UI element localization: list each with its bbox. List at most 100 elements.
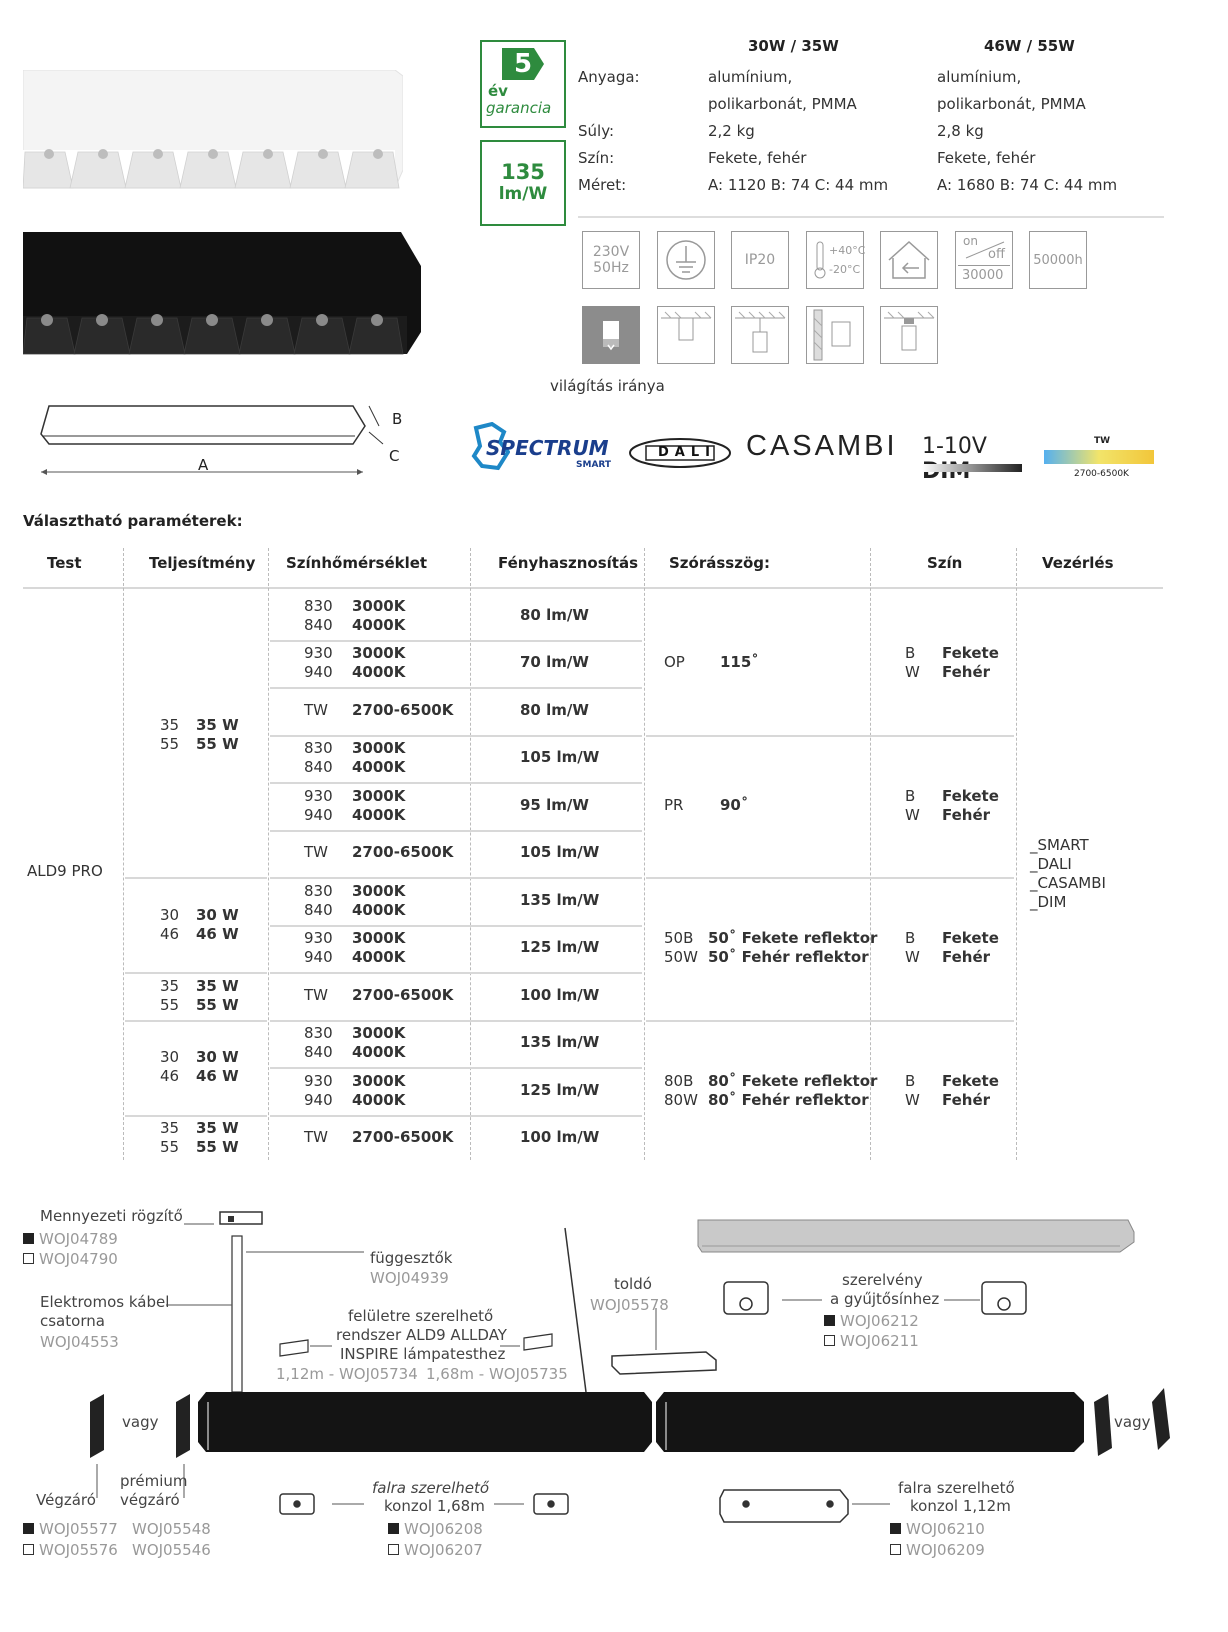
power-code: 35 (160, 716, 180, 734)
power-code: 55 (160, 996, 180, 1014)
temp-lo: -20°C (829, 263, 861, 276)
table-header: Szín (927, 554, 963, 572)
cct-code: 830 (304, 882, 333, 900)
spec-value-col1: Fekete, fehér (708, 149, 807, 167)
row-divider (270, 972, 642, 974)
spectrum-logo: SPECTRUM SMART (470, 422, 620, 472)
cct-value: 2700-6500K (352, 701, 454, 719)
cct-code: 940 (304, 948, 333, 966)
efficacy-value: 80 lm/W (520, 701, 589, 719)
color-code: W (905, 1091, 920, 1109)
cable-code: WOJ04553 (40, 1333, 119, 1351)
row-divider (270, 687, 642, 689)
color-value: Fehér (942, 948, 991, 966)
indoor-icon (880, 231, 938, 289)
beam-group-divider (646, 735, 1014, 737)
cct-value: 3000K (352, 739, 406, 757)
spec-label: Méret: (578, 176, 627, 194)
color-code: W (905, 948, 920, 966)
warranty-text-ev: év (488, 82, 508, 100)
power-group-divider (125, 972, 267, 974)
efficacy-value: 100 lm/W (520, 1128, 600, 1146)
efficacy-value: 105 lm/W (520, 843, 600, 861)
beam-group-divider (646, 877, 1014, 879)
table-header: Fényhasznosítás (498, 554, 639, 572)
cct-code: 930 (304, 929, 333, 947)
surface-label-2: rendszer ALD9 ALLDAY (336, 1326, 507, 1344)
onoff-count: 30000 (962, 268, 1004, 283)
color-value: Fekete (942, 787, 999, 805)
power-value: 46 W (196, 925, 239, 943)
tw-label: TW (1094, 436, 1111, 446)
power-group-divider (125, 877, 267, 879)
color-code: B (905, 644, 916, 662)
color-code: B (905, 1072, 916, 1090)
table-header: Test (47, 554, 82, 572)
dim-logo: 1-10V DIM (922, 434, 1032, 484)
efficacy-value: 105 lm/W (520, 748, 600, 766)
spec-col2-head: 46W / 55W (984, 37, 1075, 55)
beam-value: 80˚ Fekete reflektor (708, 1072, 878, 1090)
power-code: 55 (160, 735, 180, 753)
spec-value-col1: 2,2 kg (708, 122, 755, 140)
cct-value: 4000K (352, 901, 406, 919)
cct-value: 4000K (352, 1043, 406, 1061)
test-value: ALD9 PRO (27, 862, 103, 880)
power-value: 55 W (196, 735, 239, 753)
spec-divider (578, 216, 1164, 218)
spec-value-col1: alumínium, (708, 68, 793, 86)
row-divider (270, 640, 642, 642)
efficacy-value: 100 lm/W (520, 986, 600, 1004)
color-value: Fehér (942, 1091, 991, 1109)
cct-code: 830 (304, 1024, 333, 1042)
col-sep (123, 548, 124, 1160)
power-group-divider (125, 1020, 267, 1022)
ceiling-mount-code-black: WOJ04789 (23, 1229, 118, 1249)
tw-logo: TW 2700-6500K (1044, 436, 1156, 482)
power-value: 35 W (196, 977, 239, 995)
efficacy-value: 70 lm/W (520, 653, 589, 671)
control-value: _CASAMBI (1030, 874, 1106, 892)
power-code: 46 (160, 925, 180, 943)
spectrum-sub: SMART (576, 460, 612, 470)
wall-mount-icon (806, 306, 864, 364)
cct-code: 830 (304, 597, 333, 615)
warranty-badge: 5 év garancia (480, 40, 566, 128)
ceiling-mount-code-white: WOJ04790 (23, 1249, 118, 1269)
color-value: Fekete (942, 929, 999, 947)
black-swatch-icon (890, 1523, 901, 1534)
efficacy-value: 95 lm/W (520, 796, 589, 814)
col-sep (644, 548, 645, 1160)
power-code: 46 (160, 1067, 180, 1085)
cct-code: TW (304, 701, 328, 719)
ground-icon (657, 231, 715, 289)
color-code: B (905, 787, 916, 805)
control-value: _DIM (1030, 893, 1067, 911)
casambi-logo: CASAMBI (746, 430, 898, 462)
fitting-code-black: WOJ06212 (824, 1311, 919, 1331)
power-value: 30 W (196, 1048, 239, 1066)
efficacy-value: 125 lm/W (520, 938, 600, 956)
cct-code: 930 (304, 787, 333, 805)
cct-value: 3000K (352, 597, 406, 615)
fitting-label-2: a gyűjtősínhez (830, 1290, 940, 1308)
premium-endcap-label-2: végzáró (120, 1491, 180, 1509)
table-header: Színhőmérséklet (286, 554, 428, 572)
spec-value-col2: 2,8 kg (937, 122, 984, 140)
premium-endcap-label-1: prémium (120, 1472, 188, 1490)
power-value: 30 W (196, 906, 239, 924)
cct-value: 3000K (352, 1072, 406, 1090)
dim-label-c: C (389, 447, 400, 465)
power-code: 35 (160, 1119, 180, 1137)
endcap-code-black: WOJ05577 (23, 1519, 118, 1539)
onoff-off: off (988, 247, 1005, 262)
temperature-icon: +40°C -20°C (806, 231, 865, 289)
suspended-mount-icon (731, 306, 789, 364)
accessories-diagram (0, 1180, 1228, 1628)
row-divider (270, 782, 642, 784)
beam-group-divider (646, 1020, 1014, 1022)
row-divider (270, 1020, 642, 1022)
light-direction-icon (582, 306, 640, 364)
white-swatch-icon (824, 1335, 835, 1346)
beam-value: 115˚ (720, 653, 759, 671)
